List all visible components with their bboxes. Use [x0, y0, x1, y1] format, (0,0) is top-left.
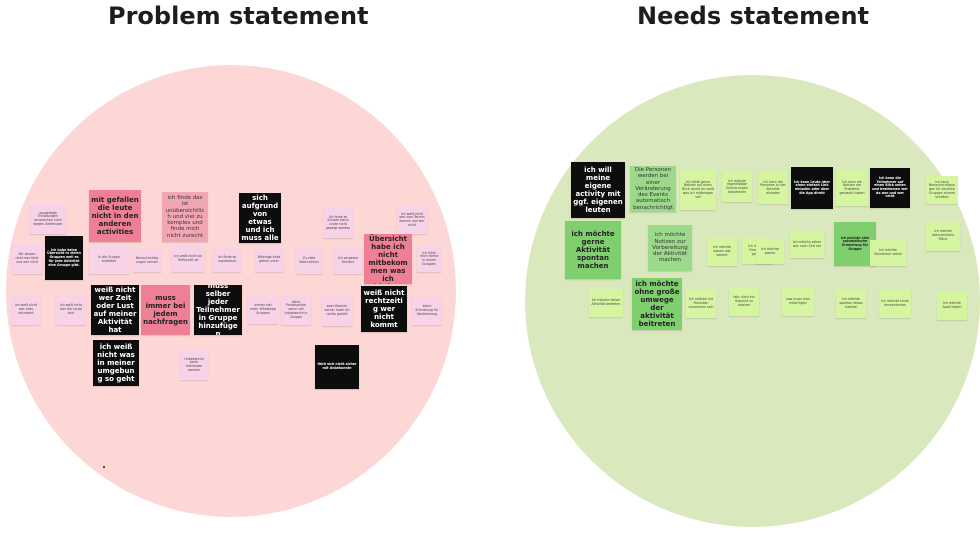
needs-note[interactable]: ich möchte gerne Aktivität spontan mache…	[565, 221, 621, 279]
needs-note[interactable]: was muss man mitbringen	[782, 288, 814, 316]
problem-note[interactable]: Ich weiß nicht wo Treffpunkt ist	[172, 246, 204, 272]
needs-note[interactable]: Ich kann Benachrichtigungen für einzelne…	[926, 176, 958, 204]
problem-note[interactable]: Ich weiß nicht wer alles mitmacht	[12, 295, 40, 325]
problem-note[interactable]: Wichtige Infos gehen unter	[255, 248, 283, 272]
problem-note[interactable]: weiß nicht rechtzeitig wer nicht kommt	[361, 286, 407, 332]
needs-note[interactable]: Ich möchte spontan etwas machen	[836, 290, 866, 318]
needs-note[interactable]: ich möchte übersichtliche Pläne	[926, 221, 960, 251]
problem-note[interactable]: Ich vergesse Termine	[334, 248, 362, 274]
problem-note[interactable]: Ich weiß nicht wer die Leute sind	[56, 295, 86, 325]
problem-note[interactable]: Ich weiß nicht wer zum Termin kommt und …	[397, 206, 427, 234]
needs-note[interactable]: Ich möchte Spaß haben	[937, 292, 967, 320]
needs-title: Needs statement	[637, 2, 870, 30]
problem-note[interactable]: ausgelegte Einladungen ansprechen nicht …	[30, 204, 66, 234]
problem-note[interactable]: Durch eine schlechte Übersicht habe ich …	[364, 234, 412, 284]
problem-note[interactable]: Benachrichtigungen nerven	[133, 250, 161, 272]
problem-note[interactable]: Ich fühle mich fremd in neuen Gruppen	[417, 246, 441, 272]
needs-note[interactable]: ich möchte Notizen zur Vorbereitung der …	[648, 225, 692, 271]
problem-note[interactable]: Ich finde es unpraktisch	[213, 248, 241, 272]
problem-note[interactable]: Ich habe keine Übersicht in vielen Grupp…	[45, 236, 83, 280]
needs-note[interactable]: ich möchte dieser Aktivität beitreten	[589, 289, 623, 317]
needs-note[interactable]: Ich möchte wissen wer kommt	[707, 238, 737, 266]
problem-note[interactable]: In die Gruppe eintreten	[89, 246, 129, 274]
problem-note[interactable]: weiß nicht wer Zeit oder Lust auf meiner…	[91, 285, 139, 335]
problem-note[interactable]: fühlt sich nicht sicher mit Unbekannte	[315, 345, 359, 389]
needs-note[interactable]: Ich möchte planen	[756, 240, 784, 264]
needs-note[interactable]: Die Personen werden bei einer Veränderun…	[630, 166, 676, 212]
needs-note[interactable]: Ich kann die Personen zu der Aktivität e…	[758, 172, 788, 204]
needs-note[interactable]: falls nicht ein fixpunkt zu machen	[729, 288, 759, 316]
problem-note[interactable]: mit gefallen die leute nicht in den ande…	[89, 190, 141, 242]
problem-note[interactable]: Ich finde es Schade wenn Leute nicht gez…	[323, 208, 353, 238]
needs-note[interactable]: Ich kann die Teilnehmer auf einen Blick …	[870, 168, 910, 208]
problem-note[interactable]: keine Privatsphäre wenn viel unbekannte …	[281, 295, 311, 325]
problem-note[interactable]: muss immer bei jedem nachfragen	[141, 285, 190, 335]
problem-note[interactable]: keine Erinnerung für Abstimmung	[412, 297, 442, 325]
problem-note[interactable]: Immer viel mehr WhatsApp Gruppen	[248, 296, 278, 324]
problem-title: Problem statement	[108, 2, 369, 30]
problem-note[interactable]: ich finde das ist unübersichtlich und vi…	[162, 192, 208, 242]
needs-note[interactable]: Ich möchte regelmäßige Erinnerungen beko…	[722, 172, 752, 202]
needs-note[interactable]: Ich kann die Notizen der Probleme gemach…	[836, 170, 868, 206]
problem-note[interactable]: zwei Wochen vorher habe ich nichts gehör…	[322, 296, 352, 326]
problem-note[interactable]: Unbekannte beim Interessen wecken	[180, 350, 208, 380]
needs-note[interactable]: Ich kann Leute über einen einfach Link e…	[791, 167, 833, 209]
problem-note[interactable]: Der Termin ändert sich aufgrund von etwa…	[239, 193, 281, 243]
needs-note[interactable]: ich möchte ohne große umwege der aktivit…	[632, 278, 682, 330]
problem-note[interactable]: Zu viele Nachrichten	[296, 248, 322, 274]
needs-note[interactable]: Ich möchte Leute kennenlernen	[879, 290, 911, 318]
needs-note[interactable]: Ich möchte sehen wer noch Zeit hat	[790, 232, 824, 258]
needs-note[interactable]: Ich hätte gerne Notizen auf einen Blick …	[680, 170, 716, 210]
needs-note[interactable]: Ich möchte mit Freunden zusammen sein	[686, 290, 716, 318]
needs-note[interactable]: Ich möchte Teilnehmer sehen	[870, 240, 906, 266]
problem-note[interactable]: muss selber jeder Teilnehmer in Gruppe h…	[194, 285, 242, 335]
problem-note[interactable]: ich weiß nicht was in meiner umgebung so…	[93, 340, 139, 386]
stray-dot	[103, 466, 105, 468]
needs-note[interactable]: ich will meine eigene activity mit ggf. …	[571, 162, 625, 218]
problem-note[interactable]: Wir wissen nicht wer fehlt und wer nicht	[12, 244, 42, 274]
needs-note[interactable]: ich möchte eine automatische Erinnerung …	[834, 222, 876, 266]
